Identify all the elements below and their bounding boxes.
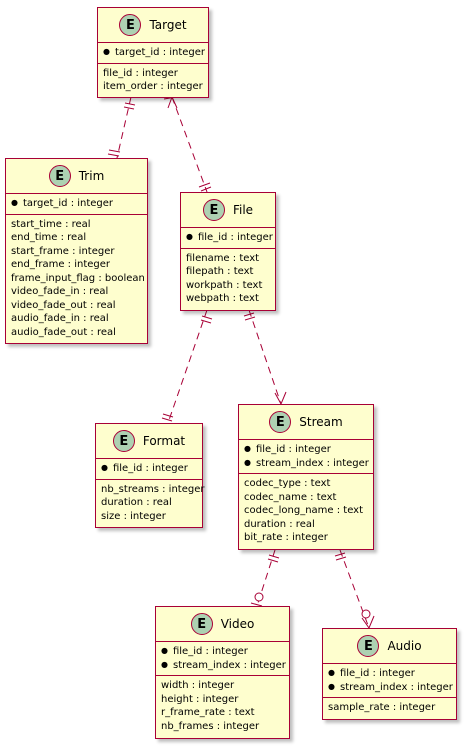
entity-audio[interactable]: E Audio file_id : integer stream_index :… — [322, 628, 457, 720]
attribute-field: workpath : text — [186, 279, 263, 291]
relation-target-file — [163, 96, 212, 193]
key-section: file_id : integer stream_index : integer — [323, 663, 456, 697]
entity-name: File — [232, 203, 254, 217]
entity-stream[interactable]: E Stream file_id : integer stream_index … — [238, 404, 374, 550]
attribute-field: r_frame_rate : text — [161, 707, 255, 718]
key-field: stream_index : integer — [244, 457, 369, 471]
entity-header: E Trim — [6, 159, 147, 193]
entity-badge-icon: E — [357, 635, 380, 657]
attribute-section: sample_rate : integer — [323, 697, 456, 718]
entity-header: E Target — [98, 8, 208, 42]
entity-video[interactable]: E Video file_id : integer stream_index :… — [155, 606, 290, 739]
entity-name: Trim — [78, 169, 105, 183]
entity-file[interactable]: E File file_id : integer filename : text… — [180, 192, 276, 311]
attribute-section: width : integer height : integer r_frame… — [156, 675, 289, 736]
attribute-field: webpath : text — [186, 293, 259, 304]
key-section: target_id : integer — [6, 193, 147, 214]
attribute-field: nb_frames : integer — [161, 720, 260, 732]
key-field: target_id : integer — [11, 197, 142, 211]
entity-badge-icon: E — [48, 165, 71, 187]
key-field: stream_index : integer — [161, 659, 286, 673]
attribute-field: duration : real — [101, 497, 172, 508]
entity-badge-icon: E — [190, 613, 213, 635]
key-field: file_id : integer — [101, 462, 197, 476]
attribute-field: codec_type : text — [244, 478, 331, 489]
entity-format[interactable]: E Format file_id : integer nb_streams : … — [95, 423, 205, 528]
entity-name: Target — [149, 18, 187, 32]
key-section: file_id : integer — [96, 458, 202, 479]
key-section: file_id : integer stream_index : integer — [239, 439, 373, 473]
attribute-section: filename : text filepath : text workpath… — [181, 247, 275, 309]
attribute-field: video_fade_out : real — [11, 299, 116, 311]
entity-name: Video — [220, 617, 255, 631]
attribute-field: nb_streams : integer — [101, 483, 205, 495]
entity-badge-icon: E — [269, 411, 292, 433]
entity-header: E Format — [96, 424, 202, 458]
attribute-field: codec_name : text — [244, 491, 337, 503]
key-field: stream_index : integer — [328, 681, 453, 695]
entity-header: E Audio — [323, 629, 456, 663]
attribute-field: audio_fade_in : real — [11, 313, 109, 324]
key-field: file_id : integer — [186, 231, 273, 245]
entity-trim[interactable]: E Trim target_id : integer start_time : … — [5, 158, 148, 344]
key-section: target_id : integer — [98, 42, 208, 63]
attribute-field: end_frame : integer — [11, 259, 111, 270]
relation-file-stream — [243, 309, 287, 406]
entity-header: E File — [181, 193, 275, 227]
attribute-field: bit_rate : integer — [244, 532, 328, 543]
key-section: file_id : integer — [181, 227, 275, 248]
entity-name: Format — [142, 434, 186, 448]
key-section: file_id : integer stream_index : integer — [156, 641, 289, 675]
attribute-field: item_order : integer — [103, 81, 203, 92]
attribute-field: end_time : real — [11, 232, 87, 243]
relation-target-trim — [107, 96, 136, 159]
attribute-field: frame_input_flag : boolean — [11, 272, 145, 284]
entity-badge-icon: E — [202, 199, 225, 221]
entity-header: E Video — [156, 607, 289, 641]
entity-badge-icon: E — [112, 430, 135, 452]
attribute-section: start_time : real end_time : real start_… — [6, 213, 147, 343]
entity-target[interactable]: E Target target_id : integer file_id : i… — [97, 7, 209, 98]
entity-header: E Stream — [239, 405, 373, 439]
attribute-section: nb_streams : integer duration : real siz… — [96, 478, 205, 527]
entity-name: Stream — [299, 415, 343, 429]
attribute-field: width : integer — [161, 680, 235, 691]
attribute-field: codec_long_name : text — [244, 505, 364, 516]
attribute-field: start_frame : integer — [11, 245, 115, 257]
key-field: file_id : integer — [161, 645, 284, 659]
entity-badge-icon: E — [119, 14, 142, 36]
relation-file-format — [161, 309, 213, 424]
attribute-field: audio_fade_out : real — [11, 326, 116, 338]
key-field: file_id : integer — [244, 443, 368, 457]
attribute-section: codec_type : text codec_name : text code… — [239, 473, 373, 548]
attribute-field: filename : text — [186, 252, 260, 264]
attribute-section: file_id : integer item_order : integer — [98, 62, 208, 97]
attribute-field: filepath : text — [186, 266, 254, 277]
attribute-field: file_id : integer — [103, 67, 178, 79]
relation-stream-video — [250, 549, 280, 607]
key-field: file_id : integer — [328, 667, 451, 681]
attribute-field: duration : real — [244, 518, 315, 530]
attribute-field: start_time : real — [11, 218, 91, 230]
attribute-field: size : integer — [101, 510, 166, 522]
attribute-field: video_fade_in : real — [11, 286, 109, 297]
attribute-field: height : integer — [161, 693, 239, 705]
relation-stream-audio — [334, 549, 375, 630]
attribute-field: sample_rate : integer — [328, 702, 436, 713]
entity-name: Audio — [387, 639, 422, 653]
key-field: target_id : integer — [103, 46, 205, 60]
